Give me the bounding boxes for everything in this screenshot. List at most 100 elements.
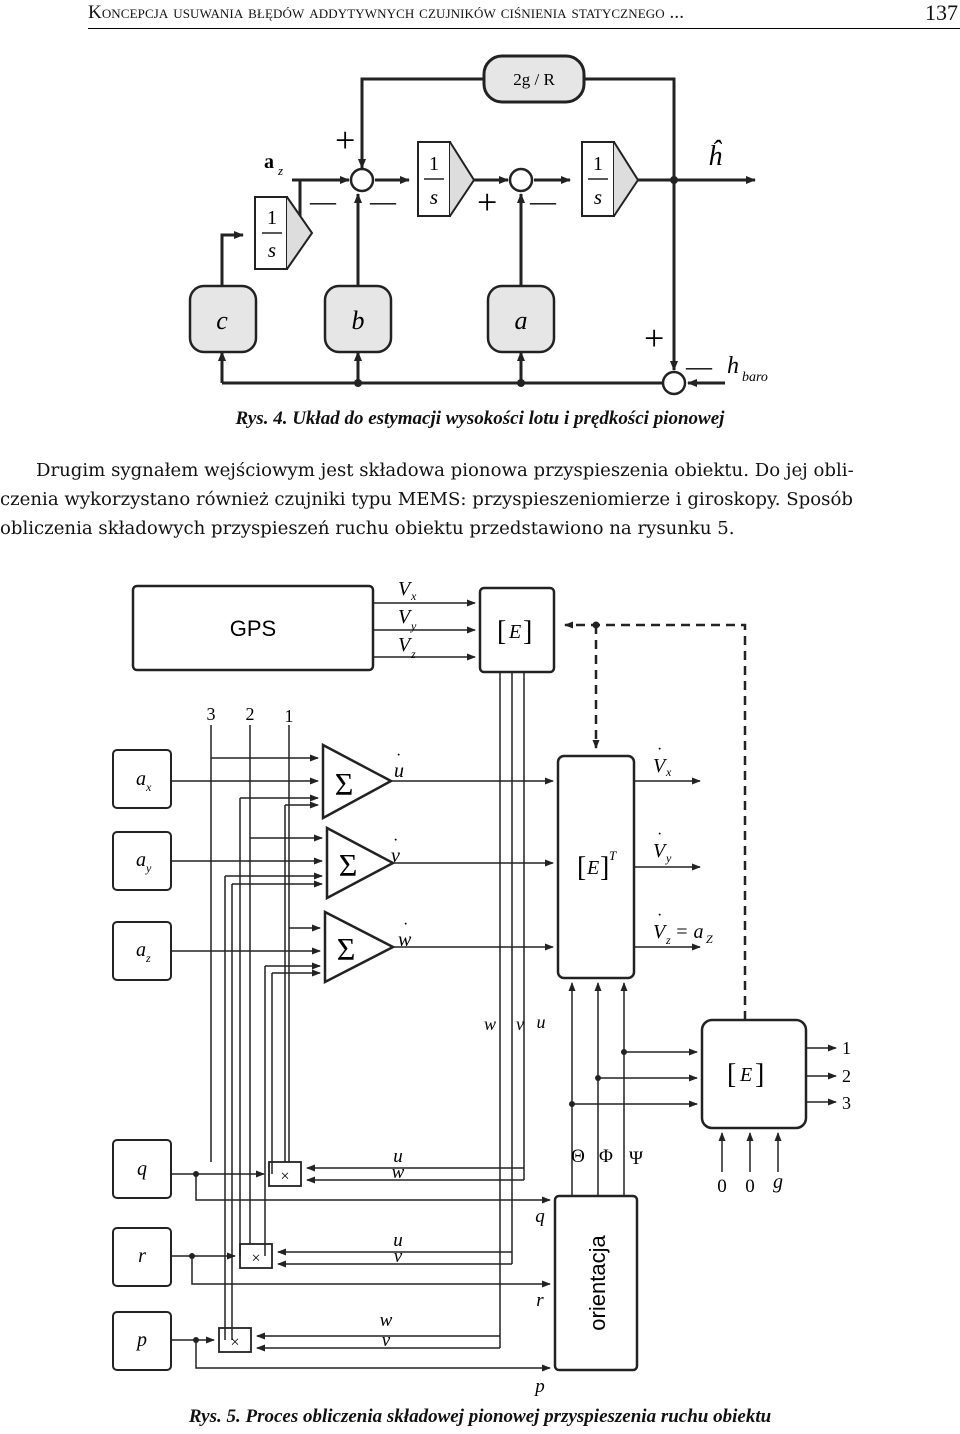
- multiplier-1: [268, 1161, 302, 1187]
- integrator-2-num: 1: [429, 153, 439, 175]
- zero-input-1: 0: [717, 1176, 727, 1197]
- integrator-1-den: s: [268, 238, 276, 262]
- orientation-q-label: q: [535, 1206, 545, 1227]
- vz-label: V: [398, 634, 413, 656]
- ay-label: a: [136, 849, 146, 871]
- e-out-3-label: 3: [207, 704, 216, 724]
- vx-label: V: [398, 578, 413, 600]
- mult-3-top-label: w: [380, 1310, 393, 1331]
- multiplier-2-symbol: ×: [251, 1250, 260, 1267]
- vy-dot-mark: ·: [657, 826, 662, 843]
- integrator-block-1: [254, 196, 314, 270]
- mult-3-bottom-label: v: [382, 1330, 391, 1351]
- vx-dot-mark: ·: [657, 741, 662, 758]
- az-label: a: [264, 151, 274, 173]
- e-bottom-bracket-right: ]: [755, 1059, 764, 1090]
- mult-1-top-label: u: [393, 1146, 403, 1167]
- gain-block-a: [486, 284, 556, 354]
- vz-equals-az-label: = a: [675, 921, 704, 943]
- vz-dot-mark: ·: [657, 907, 662, 924]
- sum-symbol-3: Σ: [337, 931, 356, 967]
- vz-subscript: z: [410, 647, 416, 661]
- vz-dot-subscript: z: [665, 933, 671, 947]
- az-input-label: a: [136, 939, 146, 961]
- integrator-1-num: 1: [267, 207, 277, 229]
- running-header: Koncepcja usuwania błędów addytywnych cz…: [88, 0, 960, 29]
- sum-symbol-1: Σ: [335, 766, 354, 802]
- input-q-box: [112, 1139, 172, 1199]
- h-baro-subscript: baro: [742, 370, 768, 385]
- vx-subscript: x: [410, 589, 417, 603]
- orientation-r-label: r: [536, 1290, 544, 1311]
- vy-label: V: [398, 606, 413, 628]
- page-number: 137: [925, 0, 958, 25]
- vy-subscript: y: [410, 619, 417, 633]
- v-dot-mark: ·: [393, 832, 398, 849]
- orientation-p-label: p: [533, 1376, 545, 1397]
- v-line-label: v: [516, 1014, 524, 1034]
- az-subscript: z: [277, 163, 283, 178]
- plus-sign-1: +: [335, 120, 355, 160]
- ax-label: a: [136, 768, 146, 790]
- rotation-matrix-block-E-bottom: [700, 1018, 808, 1130]
- figure-4-caption: Rys. 4. Układ do estymacji wysokości lot…: [235, 408, 725, 429]
- block-c-label: c: [216, 306, 228, 335]
- branch-node-a: [517, 379, 525, 387]
- vz-dot-label: V: [653, 921, 668, 943]
- w-dot-mark: ·: [403, 916, 408, 933]
- u-line-label: u: [537, 1012, 546, 1032]
- sum-triangle-u: [321, 742, 394, 821]
- e-out-1-label: 1: [285, 706, 294, 726]
- e-bottom-out-3: 3: [842, 1093, 851, 1113]
- e-out-2-label: 2: [246, 704, 255, 724]
- mult-2-bottom-label: v: [394, 1246, 403, 1267]
- orientation-label: orientacja: [585, 1235, 610, 1331]
- et-label: E: [586, 857, 599, 879]
- input-p-box: [112, 1311, 172, 1371]
- p-input-label: p: [135, 1329, 147, 1351]
- u-dot-mark: ·: [396, 747, 401, 764]
- block-b-label: b: [352, 306, 365, 335]
- rotation-matrix-block-ET: [556, 754, 636, 980]
- integrator-block-3: [581, 141, 640, 217]
- minus-sign-2: —: [369, 187, 397, 216]
- integrator-3-den: s: [594, 185, 602, 209]
- psi-label: Ψ: [629, 1148, 643, 1169]
- gps-block: [131, 584, 375, 672]
- e-bottom-bracket-left: [: [727, 1059, 736, 1090]
- vy-dot-subscript: y: [665, 851, 672, 865]
- sum-triangle-w: [323, 909, 396, 985]
- sum-junction-2: [508, 167, 534, 193]
- paragraph-line-3: obliczenia składowych przyspieszeń ruchu…: [0, 518, 735, 539]
- figure-4-block-diagram: 1 s 1 s 1 s c b a 2g / R a z ĥ h baro + …: [188, 54, 768, 396]
- r-input-label: r: [138, 1245, 146, 1267]
- e-top-bracket-right: ]: [523, 616, 532, 647]
- gps-label: GPS: [230, 616, 276, 641]
- mult-1-bottom-label: w: [392, 1162, 405, 1183]
- plus-sign-2: +: [477, 182, 497, 222]
- gain-2g-R-label: 2g / R: [513, 70, 555, 89]
- input-az-box: [112, 921, 172, 981]
- vx-dot-subscript: x: [665, 765, 672, 779]
- gain-block-c: [188, 284, 258, 354]
- integrator-block-2: [417, 141, 476, 217]
- multiplier-2: [239, 1243, 273, 1269]
- et-superscript: T: [609, 848, 617, 863]
- e-bottom-out-1: 1: [842, 1038, 851, 1058]
- orientation-block: [553, 1194, 639, 1372]
- plus-sign-3: +: [644, 318, 664, 358]
- sum-junction-3: [661, 370, 687, 396]
- multiplier-3: [218, 1327, 252, 1353]
- input-ax-box: [112, 749, 172, 809]
- sum-junction-1: [349, 167, 375, 193]
- v-dot-label: v: [391, 845, 400, 867]
- block-a-label: a: [515, 306, 528, 335]
- rotation-matrix-block-E-top: [478, 586, 556, 674]
- zero-input-2: 0: [745, 1176, 755, 1197]
- input-ay-box: [112, 831, 172, 891]
- running-header-title: Koncepcja usuwania błędów addytywnych cz…: [88, 2, 685, 23]
- w-line-label: w: [484, 1014, 496, 1034]
- minus-sign-4: —: [685, 352, 713, 381]
- e-bottom-label: E: [739, 1064, 752, 1086]
- multiplier-1-symbol: ×: [280, 1168, 289, 1185]
